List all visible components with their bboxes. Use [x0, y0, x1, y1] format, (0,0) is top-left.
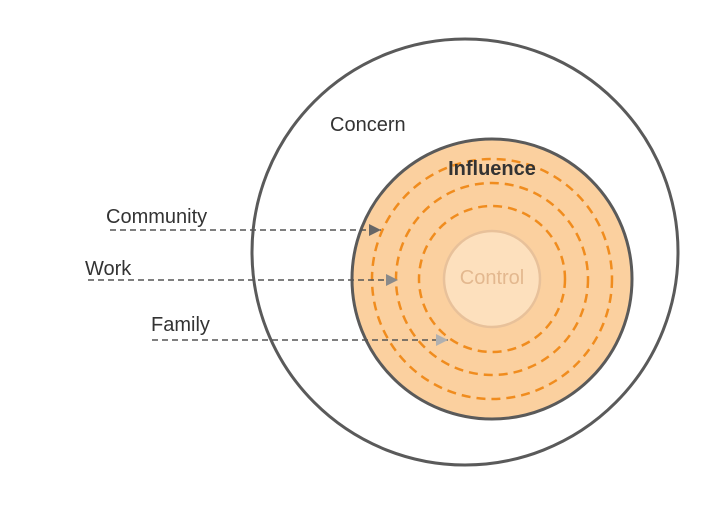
family-ring [417, 204, 567, 354]
control-label: Control [460, 267, 524, 289]
control-circle-outline [442, 229, 542, 329]
concern-label: Concern [330, 114, 406, 136]
family-label: Family [151, 314, 210, 336]
work-label: Work [85, 258, 132, 280]
community-ring [370, 157, 614, 401]
control-circle [444, 231, 540, 327]
influence-circle-outline [350, 137, 634, 421]
influence-label: Influence [448, 158, 536, 180]
community-label: Community [106, 206, 207, 228]
